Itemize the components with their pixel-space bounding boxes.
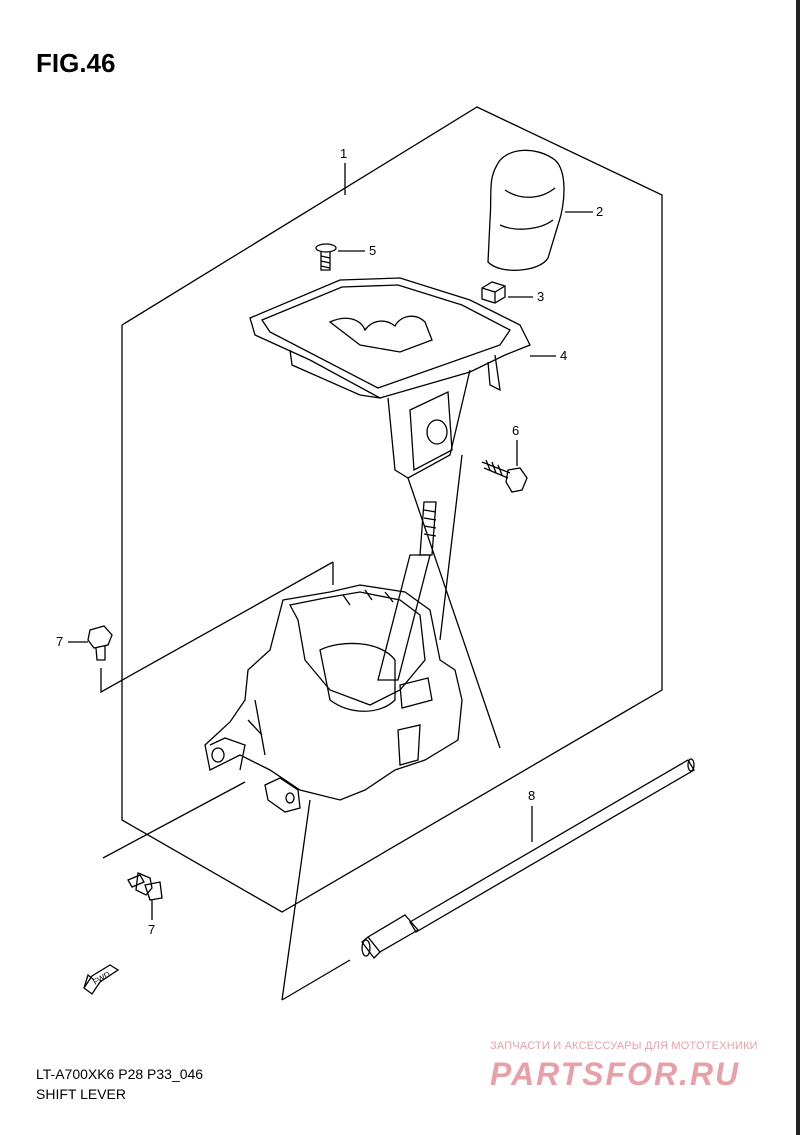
flange-bolt-7-lower: [127, 872, 163, 901]
callout-3: 3: [537, 289, 544, 304]
fwd-arrow-icon: FWD: [83, 964, 120, 995]
callout-2: 2: [596, 204, 603, 219]
model-code: LT-A700XK6 P28 P33_046: [36, 1066, 204, 1082]
callout-1: 1: [340, 146, 347, 161]
shift-rod: [361, 758, 695, 959]
shift-lever-rod: [377, 501, 437, 681]
callout-7-lower: 7: [148, 922, 155, 937]
callout-7-upper: 7: [56, 634, 63, 649]
projection-line: [439, 454, 463, 641]
projection-line: [102, 781, 246, 859]
callout-5: 5: [369, 243, 376, 258]
right-border: [796, 0, 800, 1135]
projection-line: [281, 799, 311, 1001]
callout-6: 6: [512, 423, 519, 438]
watermark-logo: PARTSFOR.RU: [490, 1056, 740, 1091]
figure-title: FIG.46: [36, 48, 116, 78]
watermark-tagline: ЗАПЧАСТИ И АКСЕССУАРЫ ДЛЯ МОТОТЕХНИКИ: [490, 1040, 758, 1052]
callout-8: 8: [528, 788, 535, 803]
screw-5: [315, 243, 337, 271]
projection-line: [100, 561, 334, 694]
bolt-6: [481, 459, 528, 493]
part-name: SHIFT LEVER: [36, 1086, 126, 1102]
watermark-logo-text: PARTSFOR.RU: [490, 1056, 740, 1091]
projection-line: [407, 477, 501, 749]
flange-bolt-7-upper: [87, 625, 113, 661]
shift-knob: [487, 149, 565, 271]
nut: [481, 281, 506, 304]
projection-line: [281, 959, 351, 1001]
callout-4: 4: [560, 348, 567, 363]
shift-lever-housing: [204, 584, 463, 813]
shift-gate-cover: [249, 277, 531, 479]
assembly-outline: [121, 106, 663, 913]
